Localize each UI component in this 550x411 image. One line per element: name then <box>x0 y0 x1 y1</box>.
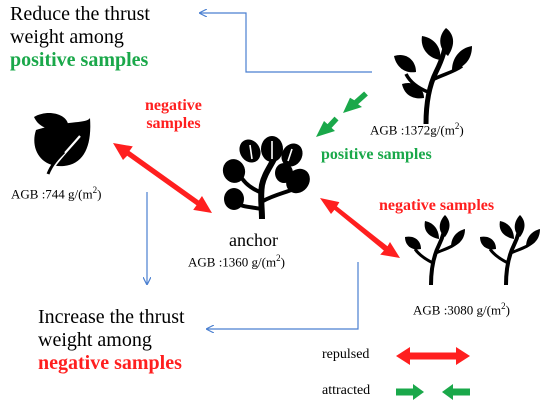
top-node-agb: AGB :1372g/(m2) <box>370 121 464 138</box>
left-node-agb-sup: 2 <box>92 185 98 195</box>
attracted-arrow-upper <box>343 91 368 113</box>
top-note: Reduce the thrust weight among positive … <box>10 3 150 72</box>
top-note-line3: positive samples <box>10 49 149 71</box>
top-node-agb-text: AGB :1372g/(m <box>370 122 455 138</box>
connector-to-top-note <box>200 13 372 73</box>
right-node-agb-text: AGB :3080 g/(m <box>413 302 502 318</box>
right-node-agb-close: ) <box>505 302 510 318</box>
left-node-agb-text: AGB :744 g/(m <box>11 186 93 202</box>
right-negative-label: negative samples <box>379 197 495 214</box>
legend-repulsed-label: repulsed <box>322 347 370 362</box>
connector-to-bottom-note <box>207 262 359 329</box>
tree-icon <box>222 136 310 220</box>
twin-sprout-icon <box>405 215 540 286</box>
top-note-line1: Reduce the thrust <box>10 3 150 25</box>
left-negative-label-line2: samples <box>146 115 201 133</box>
right-node-agb: AGB :3080 g/(m2) <box>413 301 510 318</box>
top-node-agb-sup: 2 <box>454 121 460 131</box>
repulsed-arrow-right <box>320 198 400 258</box>
left-negative-label: negative samples <box>145 97 202 134</box>
right-node-agb-sup: 2 <box>501 301 506 311</box>
anchor-label: anchor <box>229 230 278 250</box>
positive-samples-label: positive samples <box>321 146 432 163</box>
anchor-agb-close: ) <box>280 254 285 270</box>
bottom-note: Increase the thrust weight among negativ… <box>38 306 185 375</box>
repulsed-arrow-left <box>113 143 212 213</box>
bottom-note-line1: Increase the thrust <box>38 306 185 328</box>
left-node-agb: AGB :744 g/(m2) <box>11 185 101 202</box>
anchor-agb: AGB :1360 g/(m2) <box>188 253 285 270</box>
left-node-agb-close: ) <box>97 186 102 202</box>
bottom-note-line2: weight among <box>38 329 152 351</box>
leaf-icon <box>34 113 91 175</box>
bottom-note-line3: negative samples <box>38 352 182 374</box>
legend-attracted-arrow-right <box>396 384 424 400</box>
legend-repulsed-arrow <box>396 347 470 365</box>
top-note-line2: weight among <box>10 26 124 48</box>
legend-attracted-label: attracted <box>322 383 371 398</box>
anchor-agb-text: AGB :1360 g/(m <box>188 254 277 270</box>
top-node-agb-close: ) <box>459 122 464 138</box>
anchor-agb-sup: 2 <box>276 253 281 263</box>
attracted-arrow-lower <box>316 116 339 137</box>
sprout-icon <box>394 28 472 125</box>
left-negative-label-line1: negative <box>145 97 202 114</box>
legend-attracted-arrow-left <box>442 384 470 400</box>
